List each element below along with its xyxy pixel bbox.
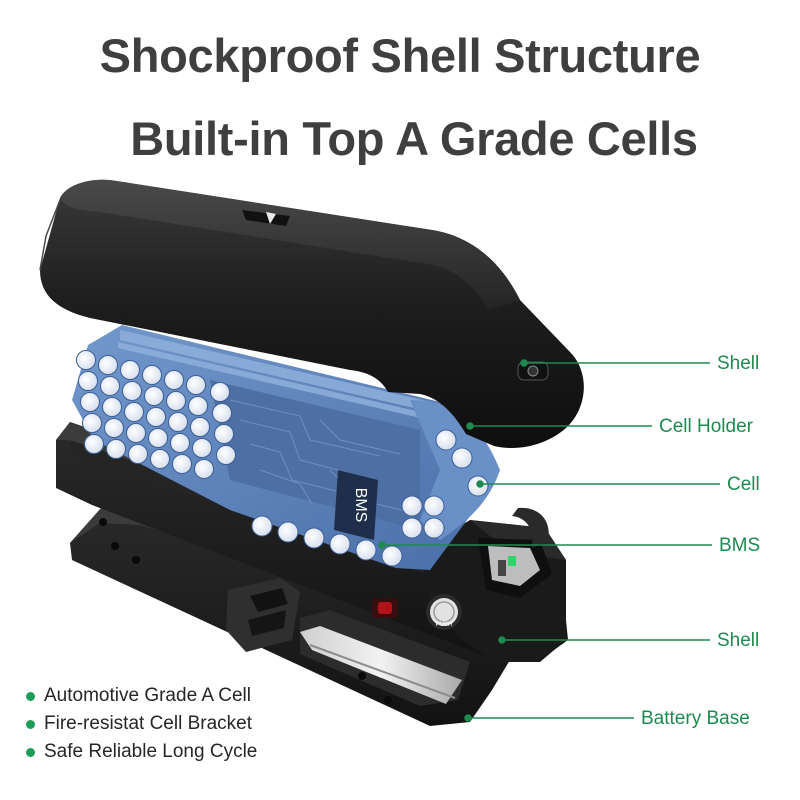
feature-text: Safe Reliable Long Cycle xyxy=(44,741,258,762)
cell-icon xyxy=(98,355,118,375)
feature-list: Automotive Grade A Cell Fire-resistat Ce… xyxy=(26,682,257,766)
cell-icon xyxy=(172,454,192,474)
cell-icon xyxy=(168,412,188,432)
cell-icon xyxy=(82,413,102,433)
cell-icon xyxy=(303,527,325,549)
feature-item: Safe Reliable Long Cycle xyxy=(26,738,257,766)
cell-icon xyxy=(84,434,104,454)
callout-label-shell-bottom: Shell xyxy=(717,630,760,651)
headline-line-2: Built-in Top A Grade Cells xyxy=(130,112,698,165)
top-shell-part xyxy=(39,179,584,448)
cell-icon xyxy=(190,417,210,437)
cell-icon xyxy=(329,533,351,555)
bullet-icon xyxy=(26,720,35,729)
cell-icon xyxy=(78,371,98,391)
callout-label-cell-holder: Cell Holder xyxy=(659,416,753,437)
cell-icon xyxy=(106,439,126,459)
callout-label-cell: Cell xyxy=(727,474,760,495)
cell-icon xyxy=(102,397,122,417)
cell-icon xyxy=(192,438,212,458)
cell-icon xyxy=(423,517,445,539)
cell-icon xyxy=(214,424,234,444)
cell-icon xyxy=(80,392,100,412)
cell-icon xyxy=(120,360,140,380)
callout-label-bms: BMS xyxy=(719,535,761,556)
cell-row-side xyxy=(251,515,403,567)
cell-icon xyxy=(104,418,124,438)
feature-item: Automotive Grade A Cell xyxy=(26,682,257,710)
callout-dot-shell-top xyxy=(520,359,528,367)
cell-icon xyxy=(146,407,166,427)
callout-dot-bms xyxy=(378,541,386,549)
cell-icon xyxy=(251,515,273,537)
feature-item: Fire-resistat Cell Bracket xyxy=(26,710,257,738)
cell-icon xyxy=(401,495,423,517)
cell-icon xyxy=(401,517,423,539)
callout-label-shell-top: Shell xyxy=(717,353,760,374)
cell-icon xyxy=(122,381,142,401)
cell-icon xyxy=(166,391,186,411)
cell-icon xyxy=(148,428,168,448)
callout-label-battery-base: Battery Base xyxy=(641,708,750,729)
headline-line-1: Shockproof Shell Structure xyxy=(99,29,701,82)
bms-chip-label: BMS xyxy=(352,488,369,523)
push-button-label: PUSH xyxy=(436,622,453,628)
cell-icon xyxy=(277,521,299,543)
feature-text: Automotive Grade A Cell xyxy=(44,685,251,706)
cell-icon xyxy=(423,495,445,517)
cell-icon xyxy=(186,375,206,395)
bullet-icon xyxy=(26,748,35,757)
cell-icon xyxy=(216,445,236,465)
cell-icon xyxy=(128,444,148,464)
callout-dot-cell xyxy=(476,480,484,488)
cell-icon xyxy=(451,447,473,469)
bullet-icon xyxy=(26,692,35,701)
cell-icon xyxy=(100,376,120,396)
battery-base-part xyxy=(70,507,510,726)
cell-icon xyxy=(435,429,457,451)
cell-icon xyxy=(76,350,96,370)
cell-icon xyxy=(124,402,144,422)
cell-icon xyxy=(381,545,403,567)
cell-icon xyxy=(164,370,184,390)
cell-icon xyxy=(150,449,170,469)
callout-dot-shell-bottom xyxy=(498,636,506,644)
cell-icon xyxy=(355,539,377,561)
cell-icon xyxy=(210,382,230,402)
cell-icon xyxy=(194,459,214,479)
feature-text: Fire-resistat Cell Bracket xyxy=(44,713,252,734)
cell-icon xyxy=(142,365,162,385)
callout-dot-cell-holder xyxy=(466,422,474,430)
cell-icon xyxy=(170,433,190,453)
cell-icon xyxy=(212,403,232,423)
cell-icon xyxy=(144,386,164,406)
callout-dot-battery-base xyxy=(464,714,472,722)
cell-icon xyxy=(126,423,146,443)
cell-grid xyxy=(76,350,236,479)
cell-holder-part: BMS xyxy=(72,325,500,570)
cell-icon xyxy=(188,396,208,416)
